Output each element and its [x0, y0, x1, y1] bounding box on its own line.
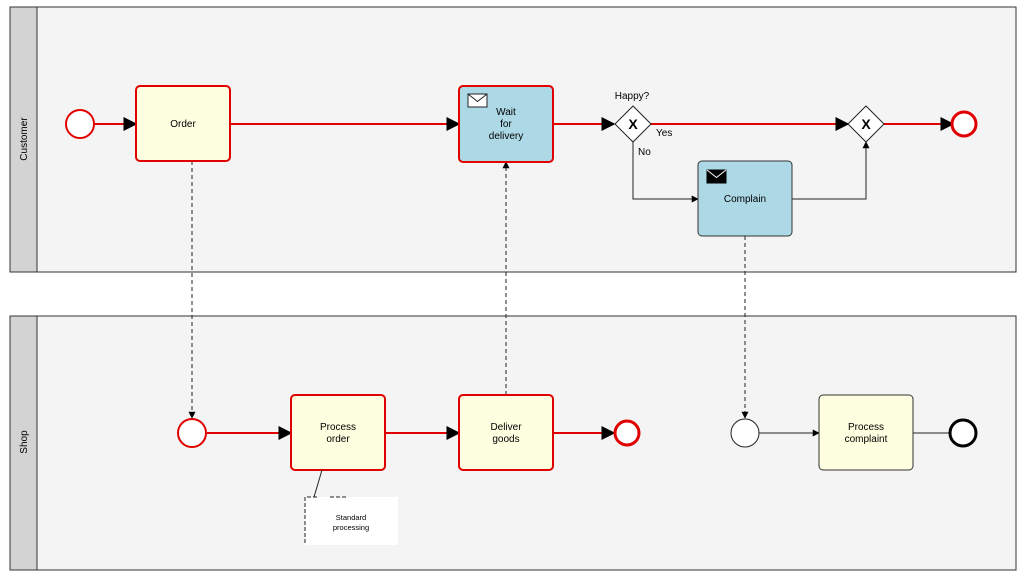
gateway-merge-symbol: X: [861, 116, 871, 132]
envelope-icon: [467, 93, 488, 108]
task-process-complaint-line2: complaint: [845, 434, 888, 445]
customer-lane-label: Customer: [19, 117, 30, 161]
flow-gateway-no: [632, 142, 699, 203]
message-flows: [188, 161, 749, 419]
gateway-merge[interactable]: X: [847, 105, 885, 143]
gateway-happy-symbol: X: [628, 116, 638, 132]
customer-end-event[interactable]: [950, 110, 978, 138]
annotation-association: [313, 469, 323, 498]
gateway-yes-label: Yes: [656, 128, 672, 139]
task-process-order[interactable]: Process order: [290, 394, 386, 471]
task-wait-for-delivery[interactable]: Wait for delivery: [458, 85, 554, 163]
shop-order-start-event[interactable]: [177, 418, 207, 448]
gateway-no-label: No: [638, 147, 651, 158]
task-order-label: Order: [170, 119, 196, 130]
task-wait-label-line3: delivery: [489, 131, 523, 142]
annotation-standard-processing[interactable]: Standard processing: [304, 469, 398, 545]
shop-complaint-start-event[interactable]: [730, 418, 760, 448]
annotation-line2: processing: [333, 523, 369, 532]
task-order[interactable]: Order: [135, 85, 231, 162]
flow-complain-to-merge: [792, 141, 870, 200]
task-process-complaint-line1: Process: [848, 422, 884, 433]
annotation-line1: Standard: [336, 513, 366, 522]
shop-complaint-end-event[interactable]: [948, 418, 978, 448]
shop-order-end-event[interactable]: [613, 419, 641, 447]
task-wait-label-line1: Wait: [496, 107, 516, 118]
gateway-happy-question: Happy?: [615, 91, 650, 102]
task-deliver-goods-line2: goods: [492, 434, 519, 445]
customer-start-event[interactable]: [65, 109, 95, 139]
envelope-filled-icon: [706, 169, 727, 184]
gateway-happy[interactable]: X: [614, 105, 652, 143]
task-process-order-line1: Process: [320, 422, 356, 433]
task-process-order-line2: order: [326, 434, 350, 445]
task-deliver-goods-line1: Deliver: [490, 422, 522, 433]
shop-lane-label: Shop: [19, 430, 30, 454]
task-deliver-goods[interactable]: Deliver goods: [458, 394, 554, 471]
sequence-flows: [95, 117, 955, 440]
task-complain[interactable]: Complain: [697, 160, 793, 237]
task-complain-label: Complain: [724, 194, 766, 205]
task-process-complaint[interactable]: Process complaint: [818, 394, 914, 471]
task-wait-label-line2: for: [500, 119, 512, 130]
